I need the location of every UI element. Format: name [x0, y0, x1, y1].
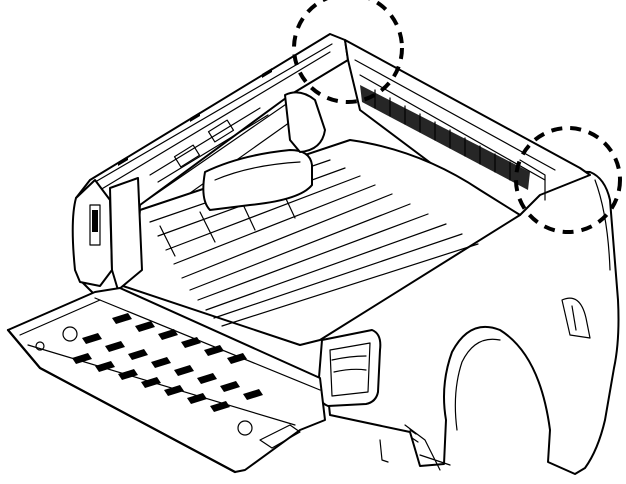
callout-circle-front-left: [292, 0, 404, 104]
bulkhead-vents: [360, 85, 530, 190]
bed-floor: [119, 91, 521, 346]
left-tail-post: [71, 177, 143, 291]
tailgate: [6, 287, 326, 474]
rear-fender: [321, 169, 620, 475]
taillight: [317, 329, 382, 407]
callout-circle-rear-right: [514, 126, 622, 234]
underbody-hardware: [379, 424, 451, 471]
tailgate-slots: [72, 313, 263, 412]
